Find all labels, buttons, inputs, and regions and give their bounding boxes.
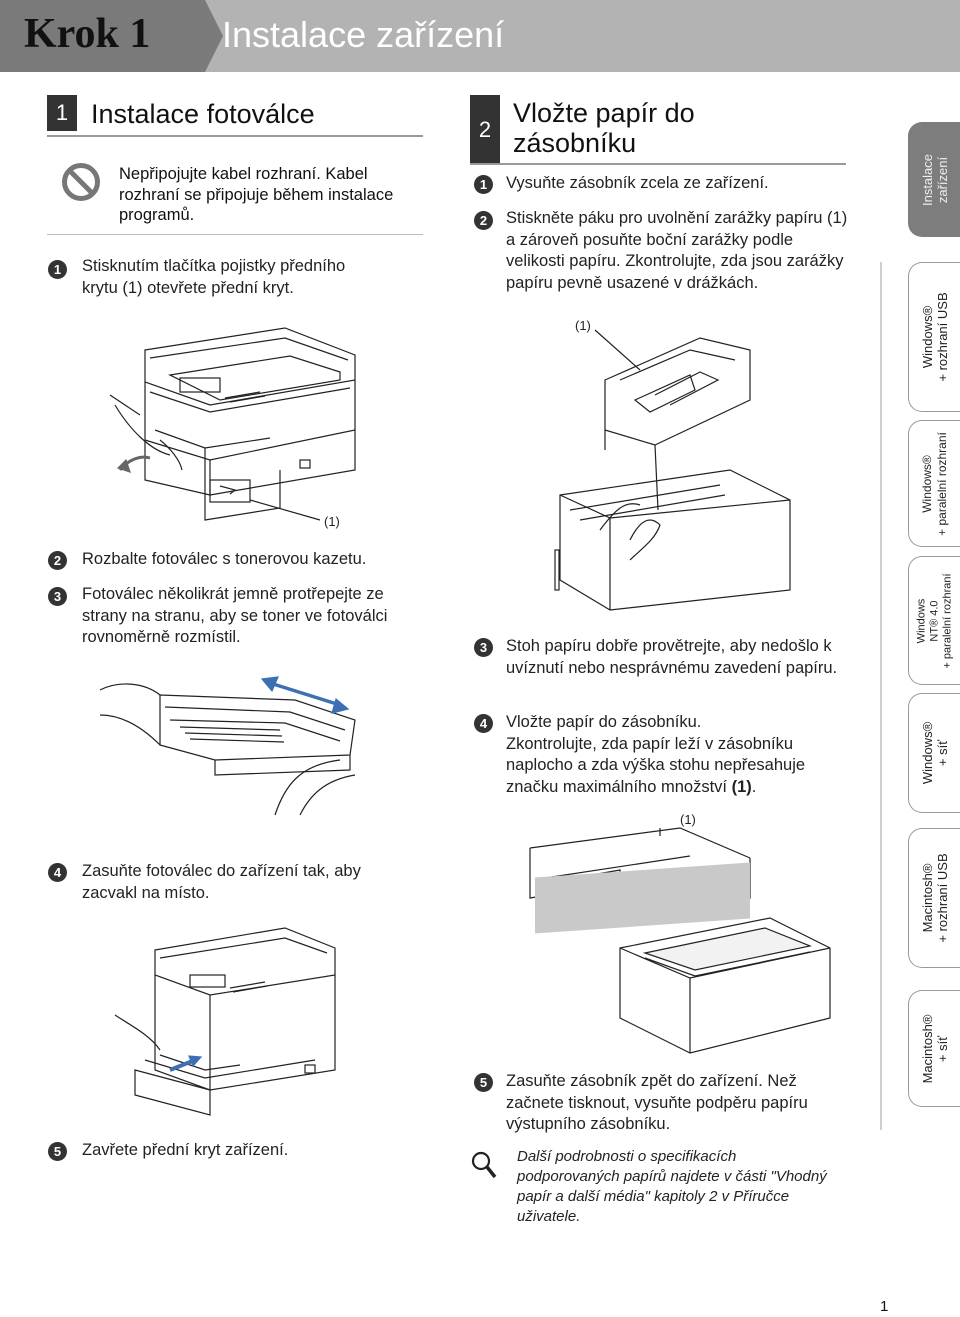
tip-note: Další podrobnosti o specifikacích podpor… bbox=[517, 1148, 827, 1225]
step-number: 1 bbox=[474, 175, 493, 194]
section-title-line-1: Vložte papír do bbox=[513, 98, 695, 128]
paper-guide-illustration bbox=[554, 329, 791, 611]
step-number: 3 bbox=[474, 638, 493, 657]
drum-shake-illustration bbox=[99, 676, 356, 816]
step-number: 5 bbox=[474, 1073, 493, 1092]
insert-drum-illustration bbox=[114, 927, 336, 1116]
step-text: Zavřete přední kryt zařízení. bbox=[82, 1141, 289, 1159]
magnifier-icon bbox=[471, 1151, 497, 1179]
tab-macintosh-usb[interactable]: Macintosh®+ rozhraní USB bbox=[908, 828, 960, 968]
step-number: 5 bbox=[48, 1142, 67, 1161]
warning-rule bbox=[47, 234, 423, 235]
section-title-line-2: zásobníku bbox=[513, 128, 637, 158]
tab-windows-usb[interactable]: Windows®+ rozhraní USB bbox=[908, 262, 960, 412]
tab-label: + rozhraní USB bbox=[935, 853, 950, 943]
step-badge bbox=[0, 0, 205, 72]
step-number: 2 bbox=[474, 211, 493, 230]
tab-label: Windows® bbox=[920, 721, 935, 785]
step-number: 1 bbox=[48, 260, 67, 279]
step-text: Vložte papír do zásobníku. Zkontrolujte, … bbox=[506, 712, 851, 798]
tab-label: Windows bbox=[915, 598, 928, 643]
section-number: 2 bbox=[470, 95, 500, 165]
step-label: Krok 1 bbox=[24, 11, 151, 57]
tab-macintosh-network[interactable]: Macintosh®+ síť bbox=[908, 990, 960, 1107]
step-text: Zasuňte zásobník zpět do zařízení. Než z… bbox=[506, 1072, 808, 1133]
callout-label: (1) bbox=[324, 514, 340, 529]
paper-tray-illustration bbox=[529, 827, 831, 1054]
step-text-rest: Zkontrolujte, zda papír leží v zásobníku… bbox=[506, 734, 806, 796]
tab-label: Windows® bbox=[920, 454, 934, 513]
section-rule bbox=[47, 135, 423, 137]
step-badge-arrow bbox=[205, 0, 223, 72]
step-text: Stoh papíru dobře provětrejte, aby nedoš… bbox=[506, 637, 838, 677]
tab-label: Macintosh® bbox=[920, 863, 935, 933]
tab-label: Instalace bbox=[920, 153, 935, 206]
step-text-line-1: Vložte papír do zásobníku. bbox=[506, 713, 702, 731]
printer-open-cover-illustration bbox=[109, 327, 356, 521]
callout-ref: (1) bbox=[731, 777, 752, 796]
step-text: Fotoválec několikrát jemně protřepejte z… bbox=[82, 585, 388, 646]
step-text-end: . bbox=[751, 777, 757, 796]
step-number: 2 bbox=[48, 551, 67, 570]
tab-windows-parallel[interactable]: Windows®+ paralelní rozhraní bbox=[908, 420, 960, 547]
step-number: 3 bbox=[48, 587, 67, 606]
callout-label: (1) bbox=[575, 318, 591, 333]
section-rule bbox=[470, 163, 846, 165]
tab-label: Windows® bbox=[920, 305, 935, 369]
page-title: Instalace zařízení bbox=[222, 14, 505, 55]
tab-label: + paralelní rozhraní bbox=[941, 572, 954, 669]
step-text: Stiskněte páku pro uvolnění zarážky papí… bbox=[506, 209, 848, 292]
sidebar-line bbox=[880, 262, 882, 1130]
step-text: Stisknutím tlačítka pojistky předního kr… bbox=[82, 257, 346, 297]
tab-label: Macintosh® bbox=[920, 1014, 935, 1083]
warning-note: Nepřipojujte kabel rozhraní. Kabel rozhr… bbox=[119, 165, 394, 224]
tab-label: + rozhraní USB bbox=[935, 292, 950, 382]
tab-windows-network[interactable]: Windows®+ síť bbox=[908, 693, 960, 813]
tab-label: NT® 4.0 bbox=[928, 599, 941, 642]
section-title: Instalace fotoválce bbox=[91, 99, 315, 129]
step-number: 4 bbox=[48, 863, 67, 882]
tab-label: zařízení bbox=[935, 156, 950, 203]
tab-label: + paralelní rozhraní bbox=[935, 431, 949, 536]
step-number: 4 bbox=[474, 714, 493, 733]
callout-label: (1) bbox=[680, 812, 696, 827]
step-text: Zasuňte fotoválec do zařízení tak, aby z… bbox=[82, 862, 361, 902]
step-text: Rozbalte fotoválec s tonerovou kazetu. bbox=[82, 550, 367, 568]
tab-label: + síť bbox=[935, 1035, 950, 1062]
page-number: 1 bbox=[880, 1298, 889, 1315]
section-number: 1 bbox=[47, 95, 77, 131]
step-text: Vysuňte zásobník zcela ze zařízení. bbox=[506, 174, 769, 192]
prohibition-icon bbox=[62, 163, 100, 201]
tab-label: + síť bbox=[935, 739, 950, 767]
